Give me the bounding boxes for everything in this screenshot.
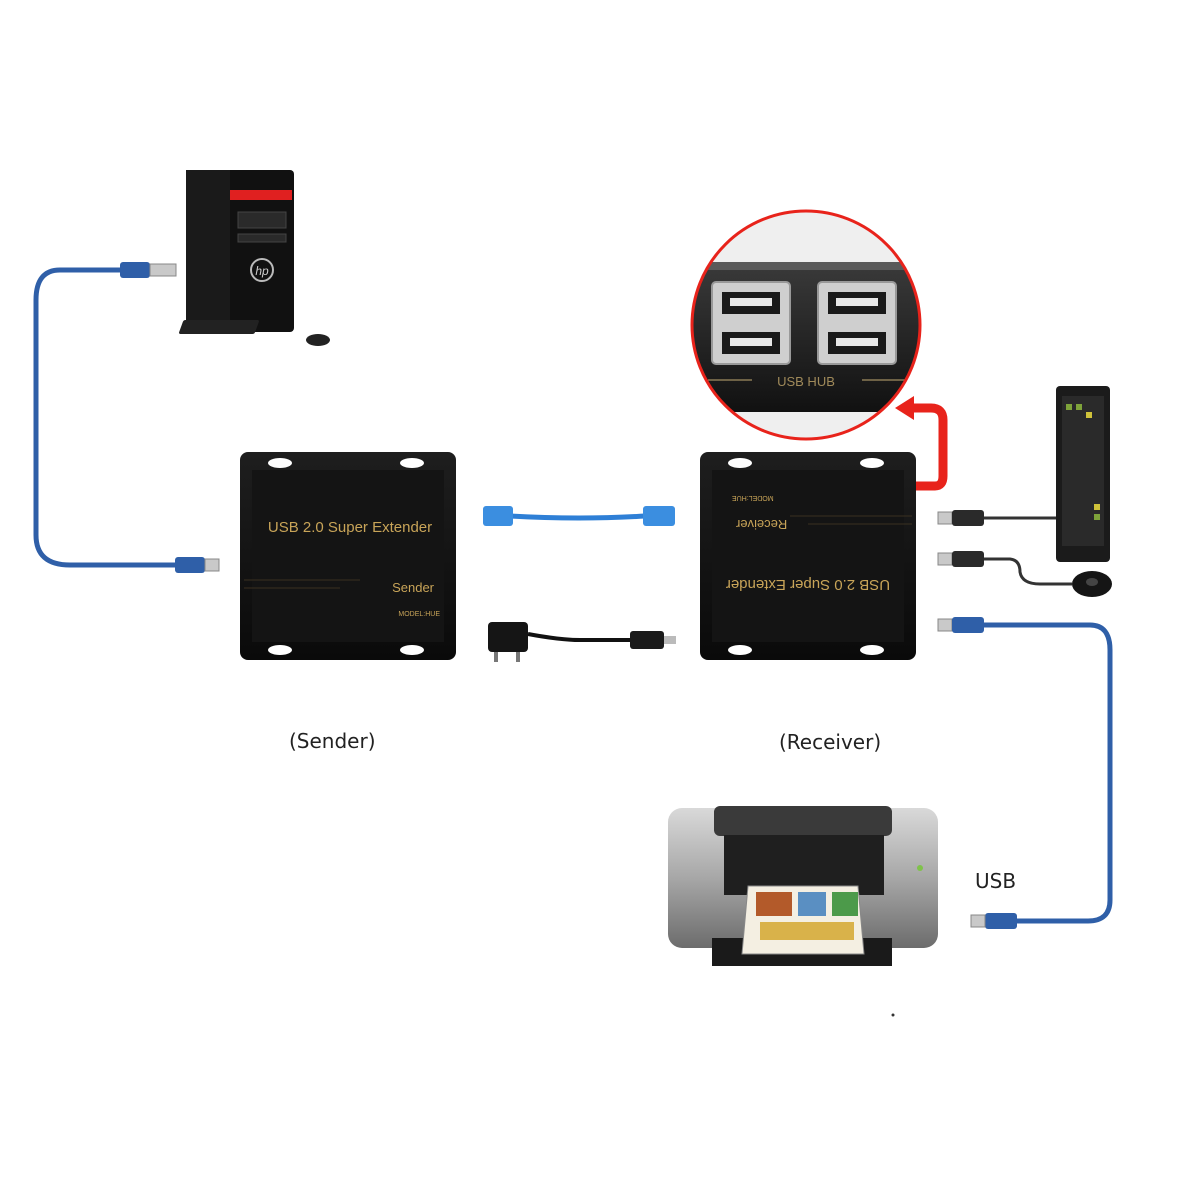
rj45-plug-icon	[483, 506, 513, 526]
rj45-plug-icon	[643, 506, 675, 526]
power-adapter-icon	[488, 622, 528, 652]
sender-model-label: MODEL:HUE	[398, 611, 440, 618]
ethernet-cable	[483, 506, 675, 526]
sender-title: USB 2.0 Super Extender	[268, 519, 432, 536]
usb-cable-receiver-to-mouse	[937, 551, 1072, 586]
usb-plug-icon	[175, 557, 205, 573]
computer-brand: hp	[255, 264, 269, 278]
mouse	[1072, 571, 1112, 597]
keyboard	[1056, 386, 1110, 562]
usb-hub-label: USB HUB	[777, 374, 835, 389]
usb-cable-receiver-to-keyboard	[937, 510, 1058, 526]
printer	[668, 806, 938, 966]
keyboard-icon	[179, 320, 259, 334]
usb-cable-computer-to-sender	[33, 262, 220, 573]
usb-plug-icon	[985, 913, 1017, 929]
usb-plug-icon	[120, 262, 150, 278]
zoom-indicator-arrow	[895, 396, 948, 491]
usb-cable-receiver-to-printer	[937, 617, 1113, 929]
sender-caption: (Sender)	[289, 729, 376, 753]
sender-role-label: Sender	[392, 580, 435, 595]
receiver-unit: USB 2.0 Super Extender Receiver MODEL:HU…	[700, 452, 916, 660]
brand-logo-icon	[250, 258, 274, 282]
power-adapter	[488, 622, 676, 662]
mouse-icon	[306, 334, 330, 346]
desktop-computer: hp	[179, 170, 330, 346]
printer-usb-label: USB	[975, 869, 1017, 893]
receiver-model-label: MODEL:HUE	[732, 494, 774, 501]
usb-plug-icon	[952, 551, 984, 567]
receiver-title: USB 2.0 Super Extender	[726, 576, 890, 593]
receiver-caption: (Receiver)	[779, 730, 882, 754]
usb-hub-zoom: USB HUB	[690, 209, 922, 441]
usb-plug-icon	[952, 510, 984, 526]
stray-mark	[891, 1013, 895, 1017]
sender-unit: USB 2.0 Super Extender Sender MODEL:HUE	[240, 452, 456, 660]
receiver-role-label: Receiver	[735, 517, 787, 532]
usb-plug-icon	[952, 617, 984, 633]
